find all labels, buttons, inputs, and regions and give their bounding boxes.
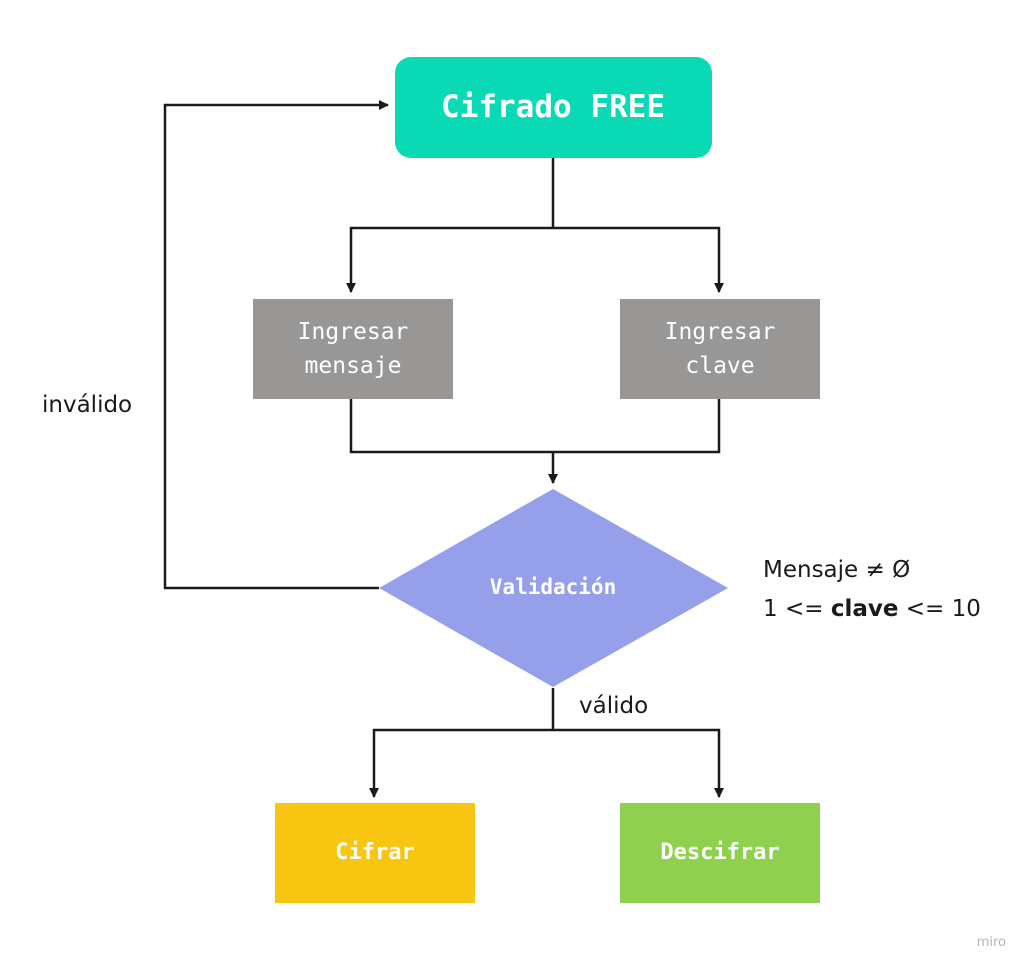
node-descifrar-label: Descifrar [660, 840, 779, 865]
edge-to-cifrar [369, 728, 553, 798]
node-ingresar-clave-shape [620, 299, 820, 399]
edge-to-descifrar [553, 728, 724, 798]
node-descifrar-shape [620, 803, 820, 903]
miro-watermark: miro [977, 935, 1006, 950]
condition-mensaje: Mensaje ≠ Ø [763, 557, 910, 583]
node-validacion-shape [379, 489, 728, 687]
node-ingresar-mensaje: Ingresar mensaje [253, 299, 453, 399]
node-cifrar-label: Cifrar [335, 840, 414, 865]
node-ingresar-clave-line1: Ingresar [665, 319, 776, 345]
node-ingresar-mensaje-line2: mensaje [305, 353, 402, 379]
edge-invalido-loop [163, 100, 389, 590]
edge-label-invalido: inválido [42, 392, 132, 418]
node-cifrado-free-label: Cifrado FREE [441, 89, 665, 125]
node-ingresar-clave-line2: clave [685, 353, 754, 379]
node-cifrar-shape [275, 803, 475, 903]
node-descifrar: Descifrar [620, 803, 820, 903]
edge-to-ingresar-mensaje [346, 226, 553, 293]
condition-clave: 1 <= clave <= 10 [763, 596, 981, 622]
node-cifrar: Cifrar [275, 803, 475, 903]
edge-merge-inputs [349, 399, 721, 454]
node-ingresar-mensaje-line1: Ingresar [298, 319, 409, 345]
node-cifrado-free: Cifrado FREE [395, 57, 712, 158]
node-ingresar-clave: Ingresar clave [620, 299, 820, 399]
node-ingresar-mensaje-shape [253, 299, 453, 399]
validation-conditions: Mensaje ≠ Ø 1 <= clave <= 10 [763, 557, 981, 622]
edge-to-ingresar-clave [553, 226, 724, 293]
condition-clave-prefix: 1 <= [763, 596, 831, 622]
condition-clave-suffix: <= 10 [898, 596, 980, 622]
edge-label-valido: válido [579, 693, 648, 719]
node-cifrado-free-shape [395, 57, 712, 158]
node-validacion-label: Validación [490, 575, 616, 599]
connectors [163, 100, 724, 798]
condition-clave-bold: clave [831, 596, 899, 622]
node-validacion: Validación [379, 489, 728, 687]
